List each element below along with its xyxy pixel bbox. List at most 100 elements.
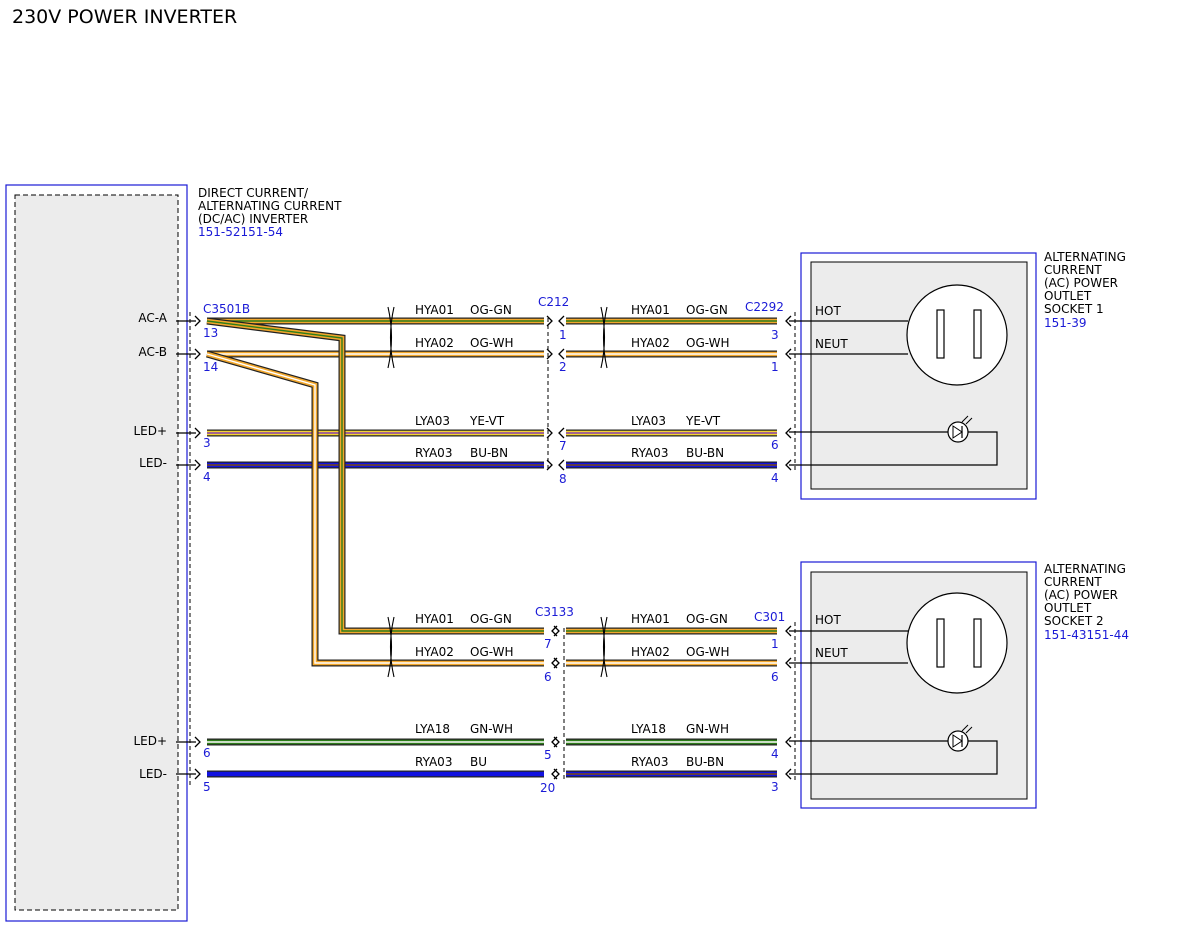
c212-pin-8: 8: [559, 472, 567, 486]
c212-chevron: [558, 459, 565, 471]
outlet-1-name-line-2: CURRENT: [1044, 263, 1102, 277]
wire-label-color: GN-WH: [470, 722, 513, 736]
c3133-chevron: [553, 768, 560, 780]
outlet-1-name-line-4: OUTLET: [1044, 289, 1092, 303]
c212-pin-1: 1: [559, 328, 567, 342]
wire-5-left[interactable]: [206, 317, 544, 635]
inverter-ref-link[interactable]: 151-52151-54: [198, 225, 283, 239]
outlet-socket-1[interactable]: [800, 252, 1037, 500]
wire-label-color: YE-VT: [469, 414, 505, 428]
inverter-pin-chevron: [194, 736, 201, 748]
inverter-name-line-3: (DC/AC) INVERTER: [198, 212, 308, 226]
c3133-pin-5: 5: [544, 748, 552, 762]
inverter-name-line-1: DIRECT CURRENT/: [198, 186, 309, 200]
inverter-pin-stubs: [176, 312, 196, 785]
c212-chevron: [546, 427, 553, 439]
wire-label-circuit: RYA03: [631, 446, 668, 460]
outlet-1-pin-3: 3: [771, 328, 779, 342]
wire-label-circuit: HYA02: [415, 336, 454, 350]
outlet-pin-chevron: [785, 625, 792, 637]
inverter-pin-chevron: [194, 427, 201, 439]
wire-label-color: OG-GN: [470, 303, 512, 317]
outlet-2-name-line-4: OUTLET: [1044, 601, 1092, 615]
wire-label-circuit: LYA18: [631, 722, 666, 736]
wire-label-color: BU-BN: [686, 755, 724, 769]
outlet-1-neut-label: NEUT: [815, 337, 848, 351]
outlet-2-internal-wiring: [789, 622, 998, 781]
wire-label-color: OG-WH: [470, 645, 513, 659]
c212-chevron: [558, 348, 565, 360]
inverter-pin-number-13: 13: [203, 326, 218, 340]
outlet-2-connector-label[interactable]: C301: [754, 610, 785, 624]
inverter-pin-number-4: 4: [203, 470, 211, 484]
outlet-2-pin-3: 3: [771, 780, 779, 794]
inverter-pin-chevron: [194, 768, 201, 780]
outlet-1-pin-6: 6: [771, 438, 779, 452]
outlet-1-pin-1: 1: [771, 360, 779, 374]
outlet-1-connector-label[interactable]: C2292: [745, 300, 784, 314]
outlet-socket-2[interactable]: [800, 561, 1037, 809]
outlet-1-name-line-1: ALTERNATING: [1044, 250, 1126, 264]
outlet-2-pin-6: 6: [771, 670, 779, 684]
c212-chevron: [546, 348, 553, 360]
inverter-pin-number-14: 14: [203, 360, 218, 374]
wire-label-color: OG-GN: [686, 303, 728, 317]
outlet-1-led-icon: [947, 415, 973, 443]
wire-label-circuit: LYA18: [415, 722, 450, 736]
c3133-pin-6: 6: [544, 670, 552, 684]
twisted-pair-mark: [600, 306, 608, 369]
outlet-1-receptacle-icon: [906, 284, 1008, 386]
outlet-1-name-line-5: SOCKET 1: [1044, 302, 1104, 316]
wire-label-color: BU-BN: [686, 446, 724, 460]
c212-chevron: [546, 459, 553, 471]
outlet-1-pin-4: 4: [771, 471, 779, 485]
c212-chevron: [546, 315, 553, 327]
inverter-connector-label[interactable]: C3501B: [203, 302, 250, 316]
marks-layer: [194, 306, 792, 780]
outlet-2-hot-label: HOT: [815, 613, 841, 627]
outlet-1-ref-link[interactable]: 151-39: [1044, 316, 1087, 330]
wire-label-color: OG-WH: [686, 336, 729, 350]
c212-chevron: [558, 315, 565, 327]
wire-label-color: OG-GN: [686, 612, 728, 626]
wire-label-color: BU: [470, 755, 487, 769]
outlet-2-pin-4: 4: [771, 747, 779, 761]
inline-connector-c3133-label[interactable]: C3133: [535, 605, 574, 619]
inverter-module[interactable]: [5, 184, 188, 922]
wire-label-circuit: HYA02: [631, 645, 670, 659]
diagram-title: 230V POWER INVERTER: [12, 6, 237, 28]
inverter-pin-number-5: 5: [203, 780, 211, 794]
outlet-2-neut-label: NEUT: [815, 646, 848, 660]
outlet-1-name-line-3: (AC) POWER: [1044, 276, 1118, 290]
inverter-pin-label-ac-a: AC-A: [138, 311, 167, 325]
inverter-pin-label-led-plus-2: LED+: [133, 734, 167, 748]
c3133-chevron: [553, 657, 560, 669]
outlet-2-name-line-3: (AC) POWER: [1044, 588, 1118, 602]
c212-pin-7: 7: [559, 439, 567, 453]
c3133-pin-20: 20: [540, 781, 555, 795]
wire-label-circuit: HYA01: [631, 303, 670, 317]
wire-6-left[interactable]: [206, 350, 544, 667]
inverter-pin-number-6: 6: [203, 746, 211, 760]
wire-label-circuit: RYA03: [415, 755, 452, 769]
twisted-pair-mark: [600, 616, 608, 678]
wire-label-circuit: RYA03: [415, 446, 452, 460]
c212-chevron: [558, 427, 565, 439]
outlet-2-name-line-2: CURRENT: [1044, 575, 1102, 589]
inverter-pin-label-led-minus-2: LED-: [139, 767, 167, 781]
outlet-pin-chevron: [785, 736, 792, 748]
wire-label-color: BU-BN: [470, 446, 508, 460]
wire-layer: [206, 317, 777, 778]
wire-label-circuit: HYA02: [415, 645, 454, 659]
c212-pin-2: 2: [559, 360, 567, 374]
inverter-pin-label-led-minus-1: LED-: [139, 456, 167, 470]
inline-connector-c212-label[interactable]: C212: [538, 295, 569, 309]
outlet-2-ref-link[interactable]: 151-43151-44: [1044, 628, 1129, 642]
wire-label-circuit: HYA01: [415, 612, 454, 626]
inverter-pin-chevron: [194, 315, 201, 327]
wire-label-color: YE-VT: [685, 414, 721, 428]
outlet-2-name-line-5: SOCKET 2: [1044, 614, 1104, 628]
outlet-pin-chevron: [785, 768, 792, 780]
outlet-pin-chevron: [785, 459, 792, 471]
